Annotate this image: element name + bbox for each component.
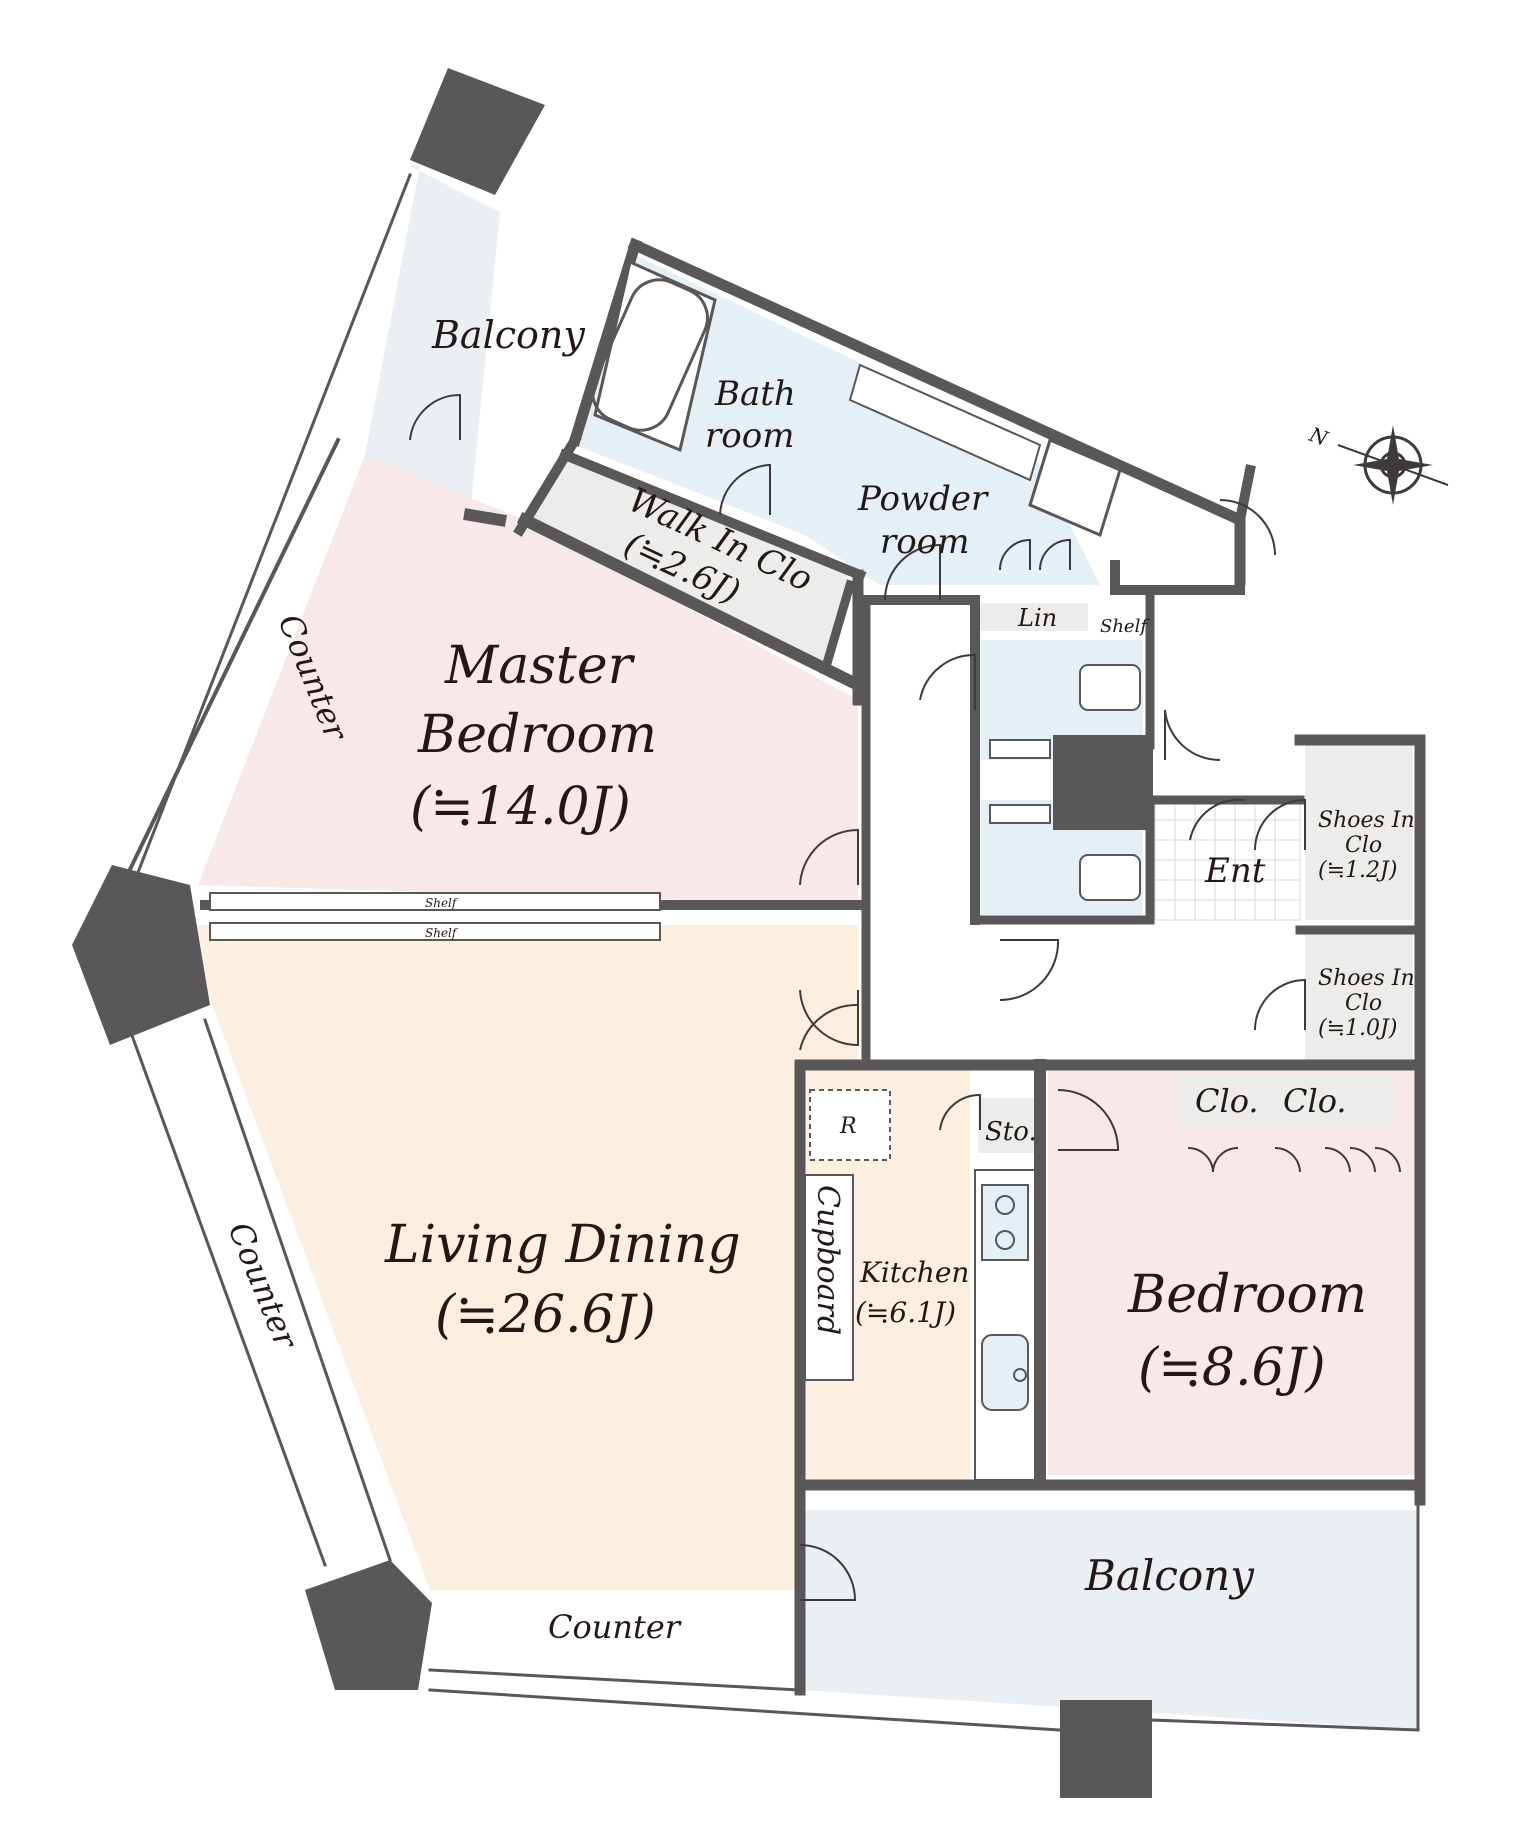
fridge-label: R (839, 1114, 857, 1139)
shoes1-label-1: Shoes In (1318, 808, 1415, 833)
living-label-2: (≒26.6J) (435, 1285, 656, 1345)
column-top (410, 68, 545, 195)
balcony-top-area (365, 165, 500, 515)
shoes2-label-1: Shoes In (1318, 966, 1415, 991)
master-label-2: Bedroom (417, 705, 657, 765)
powder-label-1: Powder (857, 479, 989, 519)
master-label-1: Master (444, 636, 636, 696)
cupboard-box (804, 1174, 854, 1381)
kitchen-label-2: (≒6.1J) (855, 1296, 956, 1329)
shoes1-label-2: Clo (1345, 833, 1382, 858)
column-bottom-left (305, 1560, 432, 1690)
toilet-2 (989, 804, 1141, 901)
walk-in-closet-area (525, 455, 848, 670)
cupboard-label: Cupboard (810, 1185, 845, 1335)
vanity (848, 363, 1042, 482)
sto-area (978, 1098, 1036, 1153)
shelf-small-label: Shelf (1100, 616, 1150, 637)
column-left (72, 865, 210, 1045)
lin-area (980, 603, 1088, 631)
bedroom-label-1: Bedroom (1127, 1265, 1367, 1325)
bath-label-2: room (705, 416, 794, 456)
toilet-1 (989, 664, 1141, 759)
bedroom-area (1048, 1065, 1416, 1475)
doors (409, 393, 1401, 1601)
shoes2-label-3: (≒1.0J) (1318, 1016, 1397, 1041)
clo2-label: Clo. (1283, 1082, 1347, 1120)
entrance-label: Ent (1204, 851, 1266, 891)
bedroom-label-2: (≒8.6J) (1138, 1338, 1326, 1398)
compass-rose (1337, 425, 1449, 505)
shelf-b (209, 922, 661, 941)
sto-label: Sto. (985, 1117, 1037, 1147)
master-bedroom-area (198, 455, 858, 905)
column-bottom (1060, 1700, 1152, 1798)
entrance-tiles (1154, 799, 1301, 921)
counter-bottom-label: Counter (548, 1608, 682, 1646)
lin-label: Lin (1017, 604, 1057, 632)
counter-lower-label: Counter (221, 1217, 306, 1355)
shoes-closet-1-area (1305, 745, 1413, 920)
fridge-box (809, 1089, 891, 1161)
bath-label-1: Bath (714, 374, 796, 414)
shoes1-label-3: (≒1.2J) (1318, 858, 1397, 883)
balcony-top-label: Balcony (431, 313, 585, 357)
shoes-closet-2-area (1305, 930, 1413, 1060)
master-label-3: (≒14.0J) (410, 777, 631, 837)
shelf-a-label: Shelf (425, 896, 459, 910)
washing-machine (1028, 437, 1122, 538)
powder-label-2: room (880, 522, 969, 562)
clo1-label: Clo. (1195, 1082, 1259, 1120)
shelf-a (209, 892, 661, 911)
shelf-b-label: Shelf (425, 926, 459, 940)
clo-strip-area (1178, 1075, 1393, 1127)
balcony-bottom-area (800, 1510, 1418, 1730)
balcony-bottom-label: Balcony (1084, 1551, 1255, 1600)
living-label-1: Living Dining (384, 1215, 741, 1275)
shoes2-label-2: Clo (1345, 991, 1382, 1016)
living-dining-area (190, 925, 858, 1590)
bathtub (591, 259, 717, 453)
kitchen-label-1: Kitchen (859, 1256, 969, 1289)
column-center (1053, 735, 1153, 830)
compass-n-label: N (1305, 422, 1332, 451)
stove (974, 1169, 1036, 1481)
powder-area (805, 358, 1100, 585)
